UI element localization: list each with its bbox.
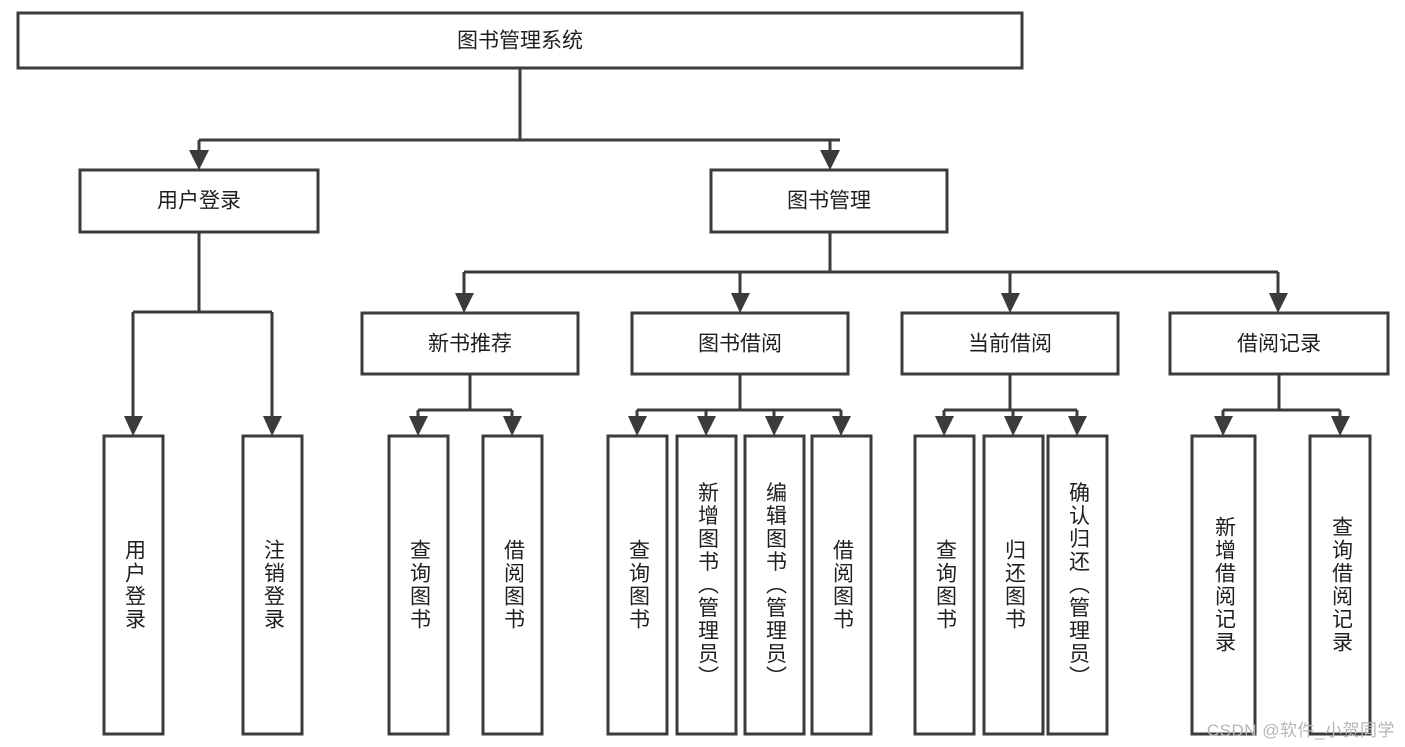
node-root[interactable]: 图书管理系统 [16, 11, 1024, 70]
arrow-borrow-l2 [697, 416, 716, 436]
book-management-label: 图书管理 [787, 190, 871, 213]
arrow-root-to-user-login [189, 150, 209, 170]
arrow-borrow-l4 [832, 416, 851, 436]
leaf-borrow-book-newbook-box[interactable] [481, 434, 544, 736]
leaf-return-book[interactable]: 归还图书 [982, 434, 1045, 736]
leaf-query-book-borrow-box[interactable] [606, 434, 669, 736]
leaf-add-borrow-record-box[interactable] [1190, 434, 1257, 736]
leaf-user-login-label: 用户登录 [122, 539, 146, 631]
leaf-add-book-admin-label: 新增图书（管理员） [695, 482, 719, 689]
arrow-record-l2 [1331, 416, 1350, 436]
arrow-current-l1 [935, 416, 954, 436]
edges-layer [124, 68, 1350, 436]
leaf-query-book-newbook[interactable]: 查询图书 [387, 434, 450, 736]
leaf-user-login-box[interactable] [102, 434, 165, 736]
borrow-record-label: 借阅记录 [1237, 333, 1321, 356]
leaf-query-book-current-label: 查询图书 [933, 539, 957, 631]
node-new-book-recommend[interactable]: 新书推荐 [360, 311, 580, 376]
watermark-text: CSDN @软件_小贺同学 [1206, 721, 1395, 740]
new-book-recommend-box[interactable] [360, 311, 580, 376]
leaf-user-login[interactable]: 用户登录 [102, 434, 165, 736]
arrow-book-mgmt-c2 [731, 293, 750, 313]
leaf-query-book-current-box[interactable] [913, 434, 976, 736]
arrow-book-mgmt-c3 [1001, 293, 1020, 313]
leaf-confirm-return-admin[interactable]: 确认归还（管理员） [1046, 434, 1109, 736]
leaf-return-book-label: 归还图书 [1002, 539, 1026, 631]
book-borrow-box[interactable] [630, 311, 850, 376]
node-current-borrow[interactable]: 当前借阅 [900, 311, 1120, 376]
arrow-current-l3 [1068, 416, 1087, 436]
leaf-return-book-box[interactable] [982, 434, 1045, 736]
leaf-logout-box[interactable] [241, 434, 304, 736]
arrow-book-mgmt-c1 [455, 293, 474, 313]
leaf-borrow-book-newbook-label: 借阅图书 [501, 539, 525, 631]
root-box[interactable] [16, 11, 1024, 70]
leaf-query-book-borrow[interactable]: 查询图书 [606, 434, 669, 736]
arrow-new-book-l1 [409, 416, 428, 436]
user-login-box[interactable] [78, 168, 320, 234]
node-book-borrow[interactable]: 图书借阅 [630, 311, 850, 376]
root-label: 图书管理系统 [457, 30, 583, 53]
book-borrow-label: 图书借阅 [698, 333, 782, 356]
arrow-user-login-leaf2 [263, 416, 282, 436]
leaf-query-book-borrow-label: 查询图书 [626, 539, 650, 631]
leaf-borrow-book-borrow[interactable]: 借阅图书 [810, 434, 873, 736]
leaf-borrow-book-borrow-box[interactable] [810, 434, 873, 736]
leaf-query-borrow-record[interactable]: 查询借阅记录 [1308, 434, 1372, 736]
current-borrow-label: 当前借阅 [968, 333, 1052, 356]
leaf-add-borrow-record[interactable]: 新增借阅记录 [1190, 434, 1257, 736]
leaf-query-borrow-record-label: 查询借阅记录 [1329, 516, 1353, 654]
leaf-confirm-return-admin-box[interactable] [1046, 434, 1109, 736]
leaf-logout[interactable]: 注销登录 [241, 434, 304, 736]
user-login-label: 用户登录 [157, 190, 241, 213]
leaf-add-borrow-record-label: 新增借阅记录 [1212, 516, 1236, 654]
arrow-record-l1 [1214, 416, 1233, 436]
arrow-borrow-l1 [628, 416, 647, 436]
arrow-borrow-l3 [765, 416, 784, 436]
arrow-new-book-l2 [503, 416, 522, 436]
leaf-borrow-book-newbook[interactable]: 借阅图书 [481, 434, 544, 736]
leaf-query-book-newbook-box[interactable] [387, 434, 450, 736]
leaf-query-book-newbook-label: 查询图书 [407, 539, 431, 631]
book-management-box[interactable] [709, 168, 949, 234]
borrow-record-box[interactable] [1168, 311, 1390, 376]
leaf-confirm-return-admin-label: 确认归还（管理员） [1066, 482, 1090, 689]
leaf-query-book-current[interactable]: 查询图书 [913, 434, 976, 736]
node-book-management[interactable]: 图书管理 [709, 168, 949, 234]
current-borrow-box[interactable] [900, 311, 1120, 376]
leaf-query-borrow-record-box[interactable] [1308, 434, 1372, 736]
new-book-recommend-label: 新书推荐 [428, 333, 512, 356]
leaf-borrow-book-borrow-label: 借阅图书 [830, 539, 854, 631]
leaf-add-book-admin-box[interactable] [675, 434, 738, 736]
node-user-login[interactable]: 用户登录 [78, 168, 320, 234]
leaf-edit-book-admin-box[interactable] [743, 434, 806, 736]
leaf-edit-book-admin-label: 编辑图书（管理员） [763, 482, 787, 689]
leaf-add-book-admin[interactable]: 新增图书（管理员） [675, 434, 738, 736]
node-borrow-record[interactable]: 借阅记录 [1168, 311, 1390, 376]
arrow-current-l2 [1004, 416, 1023, 436]
arrow-book-mgmt-c4 [1269, 293, 1288, 313]
arrow-root-to-book-mgmt [820, 150, 840, 170]
leaf-logout-label: 注销登录 [261, 539, 285, 631]
arrow-user-login-leaf1 [124, 416, 143, 436]
leaf-edit-book-admin[interactable]: 编辑图书（管理员） [743, 434, 806, 736]
